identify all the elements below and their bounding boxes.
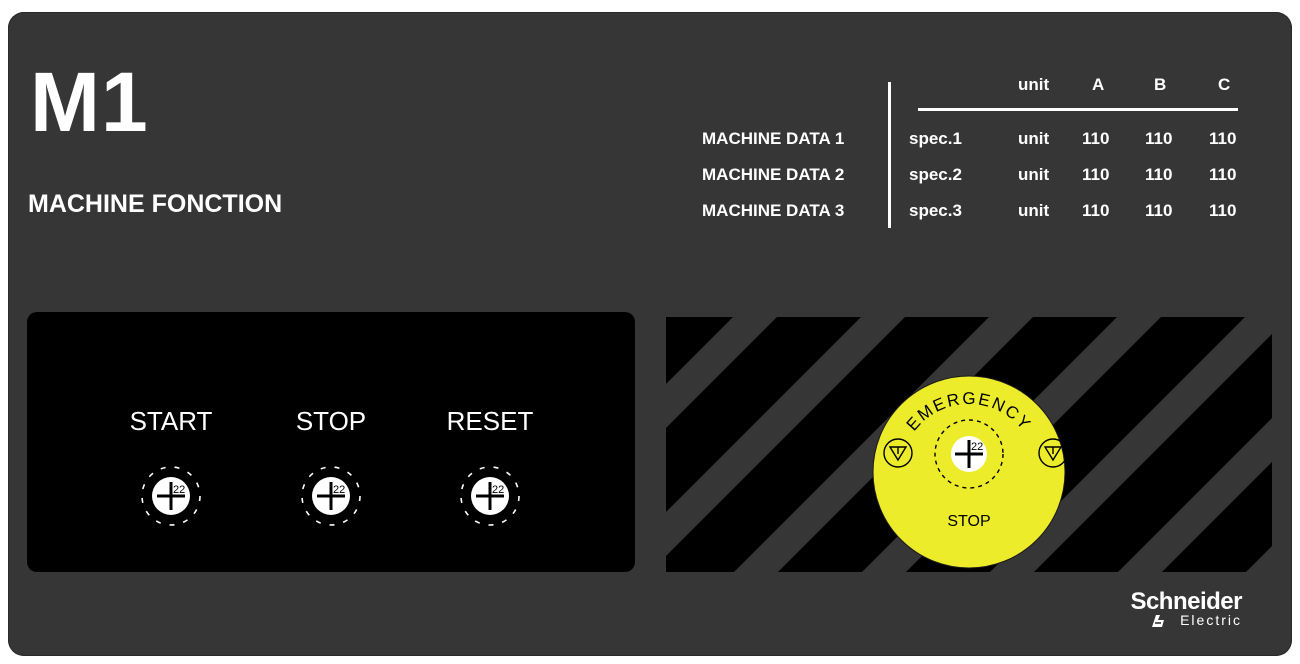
row-value-a: 110 — [1082, 165, 1110, 184]
row-value-c: 110 — [1209, 165, 1237, 184]
header-b: B — [1154, 75, 1167, 94]
header-unit: unit — [1018, 75, 1050, 94]
mounting-hole-icon: 22 — [460, 466, 520, 526]
row-unit: unit — [1018, 201, 1050, 220]
mounting-hole-icon: 22 — [141, 466, 201, 526]
row-value-b: 110 — [1145, 165, 1173, 184]
schneider-logo: Schneider Electric — [1120, 590, 1250, 640]
row-unit: unit — [1018, 129, 1050, 148]
table-vertical-divider — [888, 82, 891, 228]
table-header-underline — [918, 108, 1238, 111]
row-label: MACHINE DATA 3 — [702, 201, 845, 220]
push-stop-icon-left — [883, 438, 913, 468]
row-value-b: 110 — [1145, 129, 1173, 148]
row-unit: unit — [1018, 165, 1050, 184]
stop-label: STOP — [295, 406, 367, 436]
row-spec: spec.2 — [909, 165, 962, 184]
row-value-b: 110 — [1145, 201, 1173, 220]
panel-title: M1 — [30, 55, 149, 149]
mount-size-label: 22 — [971, 441, 983, 453]
row-label: MACHINE DATA 2 — [702, 165, 845, 184]
control-box: START 22 STOP 22 RESET — [27, 312, 635, 572]
row-label: MACHINE DATA 1 — [702, 129, 845, 148]
mount-size-label: 22 — [333, 484, 345, 496]
mounting-hole-icon: 22 — [301, 466, 361, 526]
mount-size-label: 22 — [173, 484, 185, 496]
mount-size-label: 22 — [492, 484, 504, 496]
row-spec: spec.3 — [909, 201, 962, 220]
row-spec: spec.1 — [909, 129, 962, 148]
reset-button[interactable]: 22 — [452, 458, 528, 534]
schneider-logo-icon — [1152, 615, 1164, 627]
row-value-c: 110 — [1209, 129, 1237, 148]
start-label: START — [129, 406, 213, 436]
stop-button[interactable]: 22 — [293, 458, 369, 534]
brand-sub: Electric — [1180, 612, 1242, 628]
push-stop-icon-right — [1038, 438, 1068, 468]
reset-label: RESET — [446, 406, 534, 436]
row-value-c: 110 — [1209, 201, 1237, 220]
panel-subtitle: MACHINE FONCTION — [28, 190, 283, 218]
emergency-bottom-label: STOP — [947, 513, 990, 530]
header-c: C — [1218, 75, 1231, 94]
row-value-a: 110 — [1082, 201, 1110, 220]
emergency-ring-outline — [934, 419, 1004, 489]
brand-name: Schneider — [1130, 588, 1242, 615]
emergency-stop-button[interactable]: EMERGENCY STOP 22 — [867, 370, 1071, 574]
emergency-stop-plate: EMERGENCY STOP 22 — [872, 375, 1068, 569]
start-button[interactable]: 22 — [133, 458, 209, 534]
header-a: A — [1092, 75, 1105, 94]
machine-panel: M1 MACHINE FONCTION unit A B C MACHINE D… — [8, 12, 1292, 656]
row-value-a: 110 — [1082, 129, 1110, 148]
